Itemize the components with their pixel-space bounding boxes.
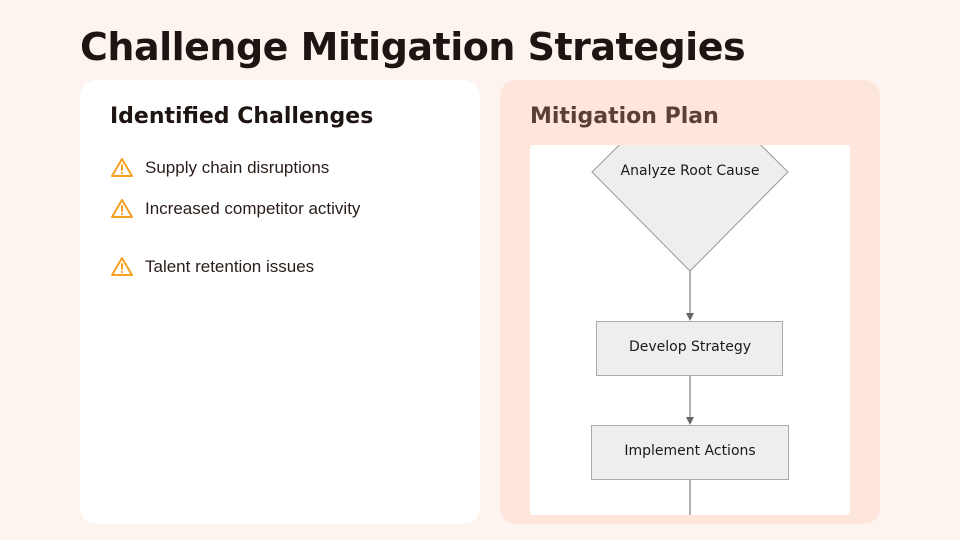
challenge-item: Talent retention issues (110, 255, 314, 279)
challenges-heading: Identified Challenges (110, 104, 374, 129)
warning-icon (111, 257, 133, 276)
node-label-analyze: Analyze Root Cause (620, 163, 760, 179)
challenge-label: Talent retention issues (145, 257, 315, 276)
node-label-implement: Implement Actions (624, 443, 756, 459)
flowchart-graphic (591, 145, 789, 515)
warning-icon (111, 158, 133, 177)
mitigation-heading: Mitigation Plan (530, 104, 719, 129)
challenge-label: Supply chain disruptions (145, 158, 330, 177)
challenge-label: Increased competitor activity (145, 199, 361, 218)
challenge-item: Supply chain disruptions (110, 156, 329, 180)
page-title: Challenge Mitigation Strategies (80, 25, 746, 69)
rect-node-develop (596, 321, 783, 376)
identified-challenges-card: Identified Challenges Supply chain disru… (80, 80, 480, 524)
warning-icon (111, 199, 133, 218)
rect-node-implement (591, 425, 789, 480)
mitigation-plan-card: Mitigation Plan Analyze Root Cause Devel… (500, 80, 880, 524)
flowchart: Analyze Root Cause Develop Strategy Impl… (530, 145, 850, 515)
challenge-item: Increased competitor activity (110, 197, 360, 221)
node-label-develop: Develop Strategy (628, 339, 752, 355)
